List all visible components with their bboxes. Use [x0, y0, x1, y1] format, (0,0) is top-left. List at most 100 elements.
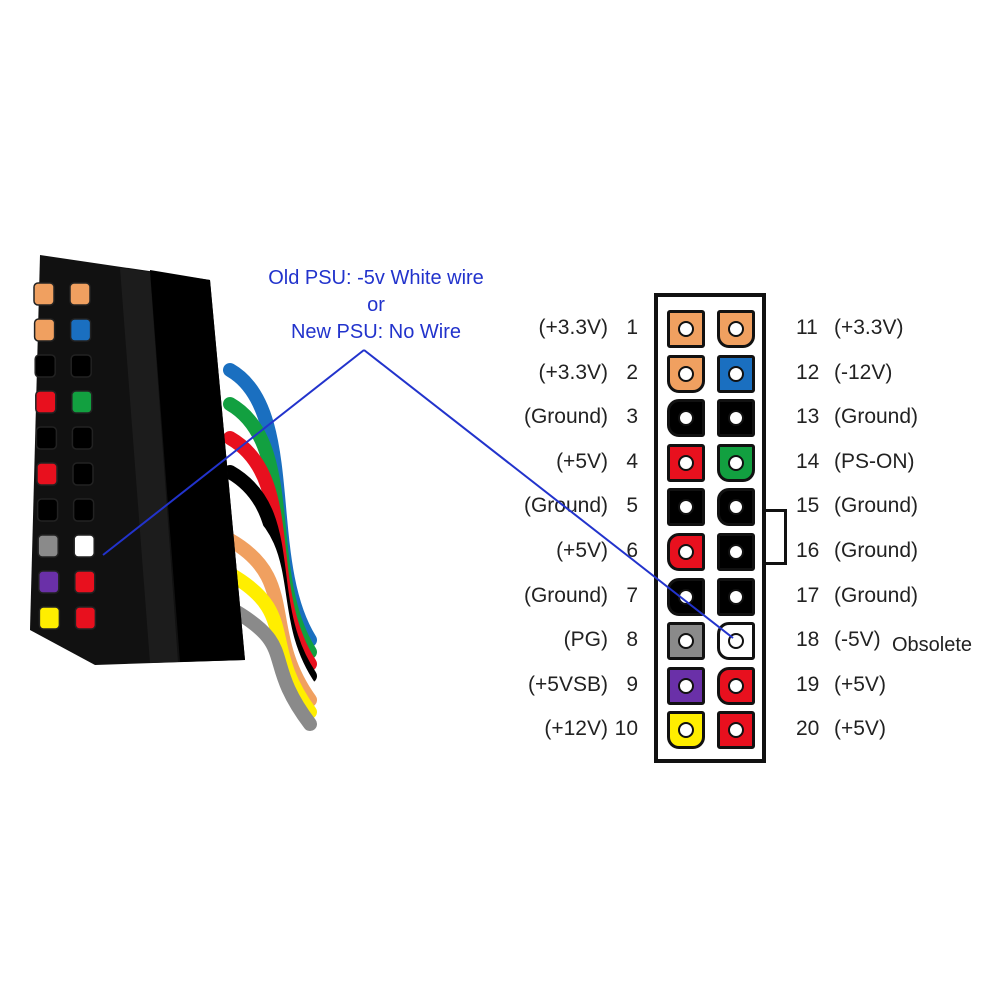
pin-4-number: 4 — [626, 449, 638, 473]
pin-17-label: (Ground) — [834, 583, 919, 607]
pin-2-number: 2 — [626, 360, 638, 384]
pin-11-number: 11 — [796, 316, 818, 339]
plug-pin-face — [73, 534, 95, 558]
pin-13-contact — [728, 410, 744, 427]
pin-11-label: (+3.3V) — [834, 316, 904, 339]
plug-pin-face — [69, 282, 91, 306]
obsolete-note: Obsolete — [892, 634, 973, 656]
pin-14-number: 14 — [796, 449, 820, 473]
pin-15 — [717, 488, 755, 527]
plug-pin-face — [34, 354, 56, 378]
pin-12 — [717, 354, 755, 393]
pin-2 — [667, 354, 705, 393]
pin-16-contact — [728, 544, 744, 560]
pin-12-contact — [728, 365, 744, 382]
pin-4 — [667, 443, 705, 482]
pin-6 — [667, 533, 705, 571]
wire-gray — [223, 601, 317, 731]
pin-4-contact — [678, 454, 694, 471]
pin-7 — [667, 577, 705, 616]
callout-line-1: Old PSU: -5v White wire — [268, 267, 484, 289]
pin-20-contact — [728, 722, 744, 739]
pin-5-contact — [678, 499, 694, 516]
callout-line-2: or — [367, 294, 385, 316]
pin-11 — [717, 310, 755, 348]
wire-bundle — [223, 363, 317, 731]
pin-5-number: 5 — [626, 494, 638, 518]
pin-12-number: 12 — [796, 360, 820, 384]
plug-pin-face — [71, 390, 93, 414]
plug-pin-face — [72, 498, 95, 522]
pin-6-number: 6 — [626, 539, 638, 562]
pin-14 — [717, 443, 755, 482]
plug-pin-face — [37, 534, 59, 558]
plug-pin-face — [33, 318, 56, 342]
pin-19-number: 19 — [796, 672, 820, 696]
pin-9-label: (+5VSB) — [528, 672, 608, 696]
plug-housing — [30, 255, 245, 665]
pin-14-contact — [728, 454, 744, 471]
pin-13-label: (Ground) — [834, 405, 919, 429]
plug-pin-face — [35, 390, 57, 414]
pin-16-label: (Ground) — [834, 539, 919, 562]
pin-5 — [667, 488, 705, 527]
pin-19 — [717, 666, 755, 705]
pin-10-label: (+12V) — [544, 717, 608, 741]
pin-5-label: (Ground) — [523, 494, 608, 518]
pin-7-number: 7 — [626, 583, 638, 607]
pin-14-label: (PS-ON) — [834, 449, 915, 473]
pin-19-contact — [728, 677, 744, 694]
pin-16 — [717, 533, 755, 571]
pin-8-number: 8 — [626, 628, 638, 652]
pin-17-contact — [728, 588, 744, 605]
plug-pin-face — [69, 318, 92, 342]
pin-1-number: 1 — [626, 316, 638, 339]
pin-18-label: (-5V) — [834, 628, 881, 652]
pin-9-contact — [678, 677, 694, 694]
pin-13-number: 13 — [796, 405, 820, 429]
plug-pin-face — [36, 498, 59, 522]
pin-3-number: 3 — [626, 405, 638, 429]
pin-19-label: (+5V) — [834, 672, 886, 696]
pin-20-number: 20 — [796, 717, 820, 741]
pin-2-label: (+3.3V) — [538, 360, 608, 384]
pin-3-contact — [678, 410, 694, 427]
pin-8 — [667, 622, 705, 661]
plug-pin-face — [72, 462, 94, 486]
pin-10-contact — [678, 722, 694, 739]
pin-17-number: 17 — [796, 583, 820, 607]
pin-4-label: (+5V) — [556, 449, 608, 473]
pin-1-contact — [678, 321, 694, 337]
pin-7-contact — [678, 588, 694, 605]
pin-15-contact — [728, 499, 744, 516]
pin-18-contact — [728, 633, 744, 650]
pin-15-number: 15 — [796, 494, 820, 518]
pin-2-contact — [678, 365, 694, 382]
pin-17 — [717, 577, 755, 616]
pin-3-label: (Ground) — [523, 405, 608, 429]
pin-10 — [667, 711, 705, 750]
plug-pin-face — [74, 570, 96, 594]
pin-3 — [667, 399, 705, 438]
plug-pin-face — [38, 606, 61, 630]
plug-pin-face — [74, 606, 97, 630]
pin-16-number: 16 — [796, 539, 820, 562]
pin-8-contact — [678, 633, 694, 650]
plug-pin-face — [35, 426, 58, 450]
pin-20 — [717, 711, 755, 750]
plug-pin-faces — [33, 282, 97, 630]
pin-12-label: (-12V) — [834, 360, 893, 384]
pin-7-label: (Ground) — [523, 583, 608, 607]
pin-11-contact — [728, 321, 744, 337]
pin-1 — [667, 310, 705, 348]
pin-6-label: (+5V) — [556, 539, 608, 562]
pin-1-label: (+3.3V) — [538, 316, 608, 339]
pin-13 — [717, 399, 755, 438]
pin-10-number: 10 — [614, 717, 638, 741]
pin-18-number: 18 — [796, 628, 820, 652]
pin-8-label: (PG) — [563, 628, 608, 652]
pin-20-label: (+5V) — [834, 717, 886, 741]
pin-15-label: (Ground) — [834, 494, 919, 518]
pin-18 — [717, 622, 755, 661]
plug-pin-face — [70, 354, 92, 378]
